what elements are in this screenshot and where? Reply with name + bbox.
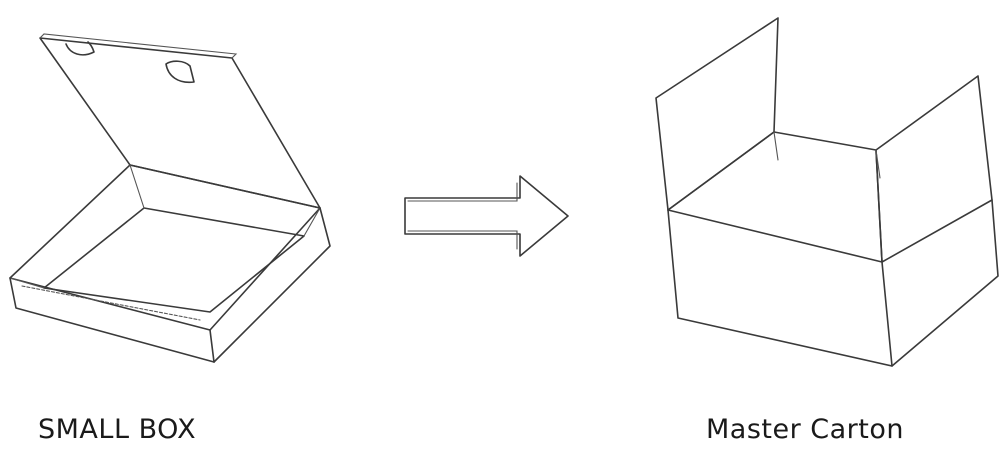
small-box-illustration	[10, 34, 330, 362]
small-box-front-wall	[10, 278, 214, 362]
master-carton-right-wall	[892, 200, 998, 366]
small-box-label: SMALL BOX	[38, 414, 196, 445]
small-box-inner-corners	[10, 165, 320, 288]
small-box-rim-shading	[22, 286, 200, 320]
master-carton-opening	[668, 132, 882, 262]
master-carton-front-wall	[668, 210, 892, 366]
master-carton-left-flap	[656, 18, 778, 210]
small-box-lid-notch-right	[166, 61, 194, 82]
small-box-lid-notch-left	[66, 42, 94, 55]
right-arrow-icon	[405, 176, 568, 256]
small-box-lid	[40, 38, 320, 208]
master-carton-label: Master Carton	[706, 414, 904, 445]
master-carton-illustration	[656, 18, 998, 366]
small-box-lid-edge	[40, 34, 236, 58]
master-carton-right-flap	[876, 76, 992, 262]
master-carton-inner-edges	[774, 132, 880, 178]
